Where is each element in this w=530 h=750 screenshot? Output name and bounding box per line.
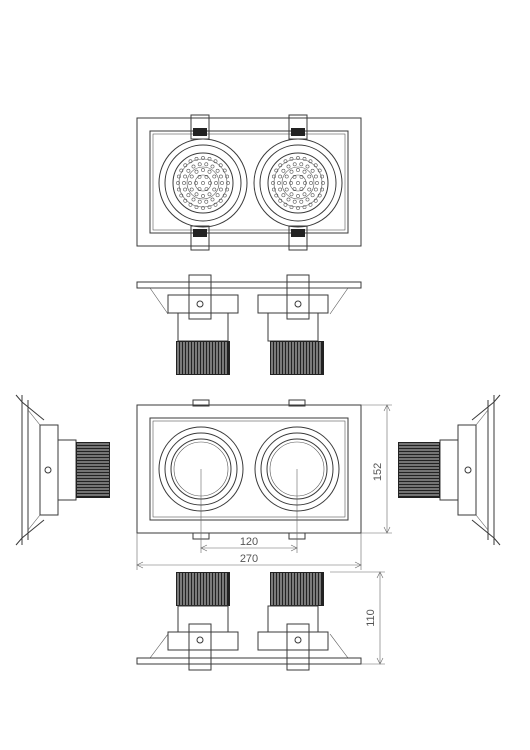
top-view-clips [190, 114, 308, 251]
dimension-spacing-label: 120 [240, 536, 258, 548]
top-view-lamp-left [158, 138, 248, 228]
top-view-lamp-right [253, 138, 343, 228]
dimension-width: 270 [136, 533, 362, 570]
right-side-elevation [398, 394, 501, 546]
dimension-depth-label: 110 [365, 609, 377, 627]
dimension-height: 152 [361, 404, 392, 534]
top-view [136, 114, 362, 251]
dimension-spacing: 120 [200, 469, 298, 553]
dimension-width-label: 270 [240, 553, 258, 565]
dimension-height-label: 152 [372, 463, 384, 481]
front-view [136, 399, 362, 540]
dimension-depth: 110 [330, 571, 385, 665]
bottom-elevation [136, 572, 362, 671]
front-elevation [136, 274, 362, 375]
left-side-elevation [15, 394, 110, 546]
